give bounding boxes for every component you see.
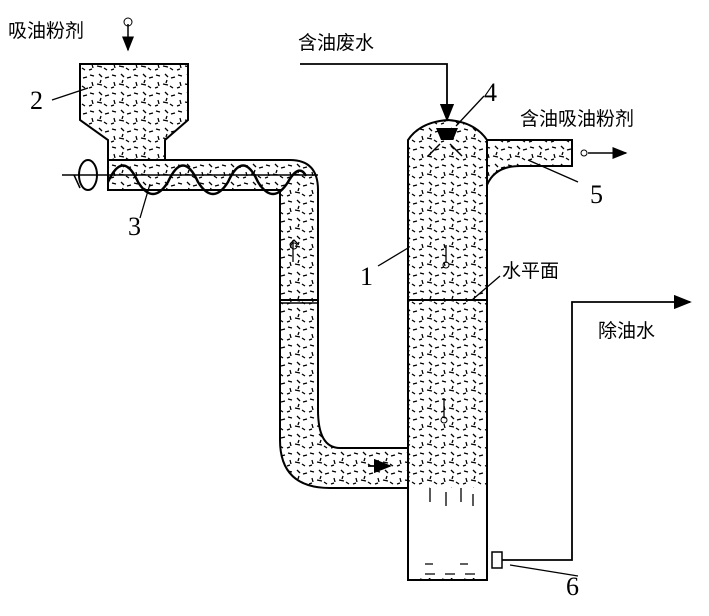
label-number-2: 2 <box>30 86 43 115</box>
deoiled-water-label: 除油水 <box>598 320 656 342</box>
label-number-5: 5 <box>590 180 603 209</box>
label-number-6: 6 <box>566 572 579 601</box>
wastewater-feed-line <box>300 63 455 122</box>
water-outlet-line <box>491 294 692 569</box>
adsorbent-feed-label: 吸油粉剂 <box>8 20 85 42</box>
screw-conveyor <box>62 159 319 301</box>
leader-lines <box>51 87 579 577</box>
rotation-symbol <box>78 159 98 191</box>
inlet-nozzle <box>427 128 463 157</box>
separation-column <box>407 118 488 581</box>
water-level-label: 水平面 <box>502 260 560 282</box>
label-number-1: 1 <box>360 262 373 291</box>
oily-adsorbent-label: 含油吸油粉剂 <box>520 108 635 130</box>
label-number-3: 3 <box>128 212 141 241</box>
label-number-4: 4 <box>484 78 497 107</box>
outlet-pipe <box>486 139 628 186</box>
hopper <box>79 63 189 161</box>
oily-wastewater-label: 含油废水 <box>298 32 375 54</box>
